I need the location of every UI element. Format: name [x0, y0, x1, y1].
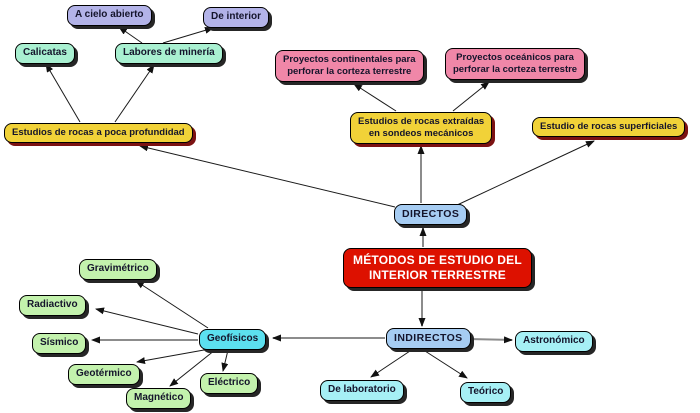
edge-rocas_prof-to-calicatas — [45, 63, 81, 123]
edge-rocas_prof-to-labores — [114, 64, 155, 123]
node-rocas-superficiales[interactable]: Estudio de rocas superficiales — [532, 117, 686, 137]
node-teorico[interactable]: Teórico — [460, 382, 512, 403]
edge-directos-to-rocas_superf — [454, 140, 595, 207]
node-geofisicos[interactable]: Geofísicos — [199, 329, 267, 350]
node-de-laboratorio[interactable]: De laboratorio — [320, 380, 404, 401]
edge-geofisicos-to-electrico — [221, 349, 229, 372]
node-gravimetrico[interactable]: Gravimétrico — [79, 259, 157, 280]
node-rocas-sondeos[interactable]: Estudios de rocas extraídas en sondeos m… — [350, 112, 493, 144]
edge-geofisicos-to-magnetico — [169, 349, 216, 387]
edge-rocas_sondeos-to-proy_cont — [353, 83, 397, 112]
edge-rocas_sondeos-to-proy_ocean — [452, 81, 490, 112]
node-geotermico[interactable]: Geotérmico — [68, 364, 140, 385]
node-directos[interactable]: DIRECTOS — [394, 204, 468, 226]
node-magnetico[interactable]: Magnético — [126, 388, 192, 409]
node-sismico[interactable]: Sísmico — [32, 333, 87, 354]
node-indirectos[interactable]: INDIRECTOS — [386, 328, 471, 350]
node-de-interior[interactable]: De interior — [203, 7, 270, 28]
edge-geofisicos-to-radiactivo — [95, 307, 199, 335]
edge-geofisicos-to-gravimetrico — [135, 280, 209, 329]
edge-indirectos-to-teorico — [424, 350, 468, 379]
node-astronomico[interactable]: Astronómico — [515, 331, 593, 352]
node-rocas-poca-profundidad[interactable]: Estudios de rocas a poca profundidad — [4, 123, 193, 143]
node-proyectos-continentales[interactable]: Proyectos continentales para perforar la… — [275, 50, 424, 82]
edge-labores-to-a_cielo — [118, 26, 143, 44]
node-electrico[interactable]: Eléctrico — [200, 373, 259, 394]
node-metodos-estudio-titulo[interactable]: MÉTODOS DE ESTUDIO DEL INTERIOR TERRESTR… — [343, 248, 532, 288]
node-calicatas[interactable]: Calicatas — [15, 43, 75, 64]
edge-directos-to-rocas_prof — [139, 144, 396, 208]
node-a-cielo-abierto[interactable]: A cielo abierto — [67, 5, 152, 26]
edge-geofisicos-to-geotermico — [136, 349, 205, 365]
edge-indirectos-to-de_laboratorio — [370, 350, 411, 378]
node-labores-mineria[interactable]: Labores de minería — [115, 43, 223, 64]
edge-labores-to-de_interior — [162, 26, 214, 44]
node-radiactivo[interactable]: Radiactivo — [19, 295, 86, 316]
edge-indirectos-to-astronomico — [467, 336, 513, 344]
node-proyectos-oceanicos[interactable]: Proyectos oceánicos para perforar la cor… — [445, 48, 586, 80]
